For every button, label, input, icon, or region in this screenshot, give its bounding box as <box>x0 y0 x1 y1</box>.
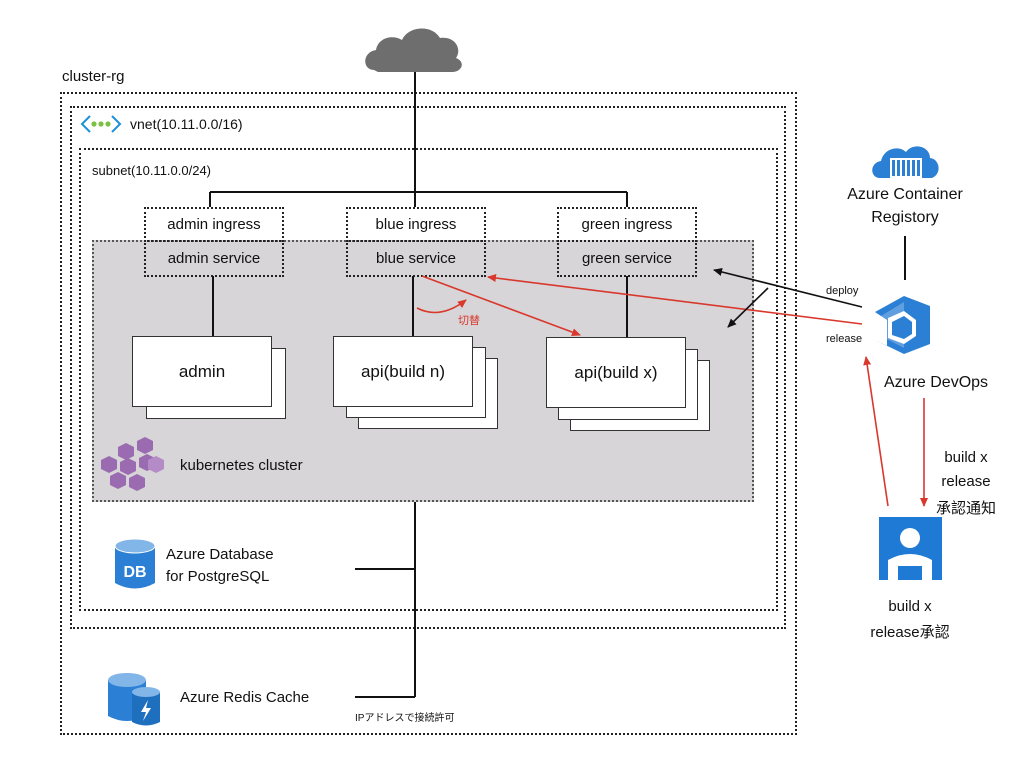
notify-label-1: build x <box>944 449 988 466</box>
admin-pod: admin <box>132 336 272 407</box>
svg-text:DB: DB <box>123 564 146 581</box>
switch-label: 切替 <box>458 315 480 327</box>
vnet-label: vnet(10.11.0.0/16) <box>130 116 243 132</box>
admin-service: admin service <box>144 240 284 277</box>
subnet-box <box>79 148 778 611</box>
approve-label-2: release承認 <box>870 624 950 641</box>
notify-label-2: release <box>941 473 991 490</box>
blue-service: blue service <box>346 240 486 277</box>
postgres-label-1: Azure Database <box>166 546 274 563</box>
ip-allow-note: IPアドレスで接続許可 <box>355 713 455 724</box>
approve-label-1: build x <box>888 598 932 615</box>
resource-group-box <box>60 92 797 735</box>
deploy-label: deploy <box>826 285 859 297</box>
subnet-label: subnet(10.11.0.0/24) <box>92 163 212 178</box>
notify-label-3: 承認通知 <box>935 500 996 517</box>
acr-label-1: Azure Container <box>847 186 963 203</box>
kubernetes-cluster-label: kubernetes cluster <box>180 457 303 474</box>
build-n-pod: api(build n) <box>333 336 473 407</box>
postgres-label-2: for PostgreSQL <box>166 568 270 585</box>
vnet-box <box>70 106 786 629</box>
redis-label: Azure Redis Cache <box>180 689 310 706</box>
acr-label-2: Registory <box>871 209 939 226</box>
build-x-pod: api(build x) <box>546 337 686 408</box>
resource-group-label: cluster-rg <box>62 68 125 85</box>
release-label: release <box>826 333 863 345</box>
green-service: green service <box>557 240 697 277</box>
devops-label: Azure DevOps <box>884 374 989 391</box>
